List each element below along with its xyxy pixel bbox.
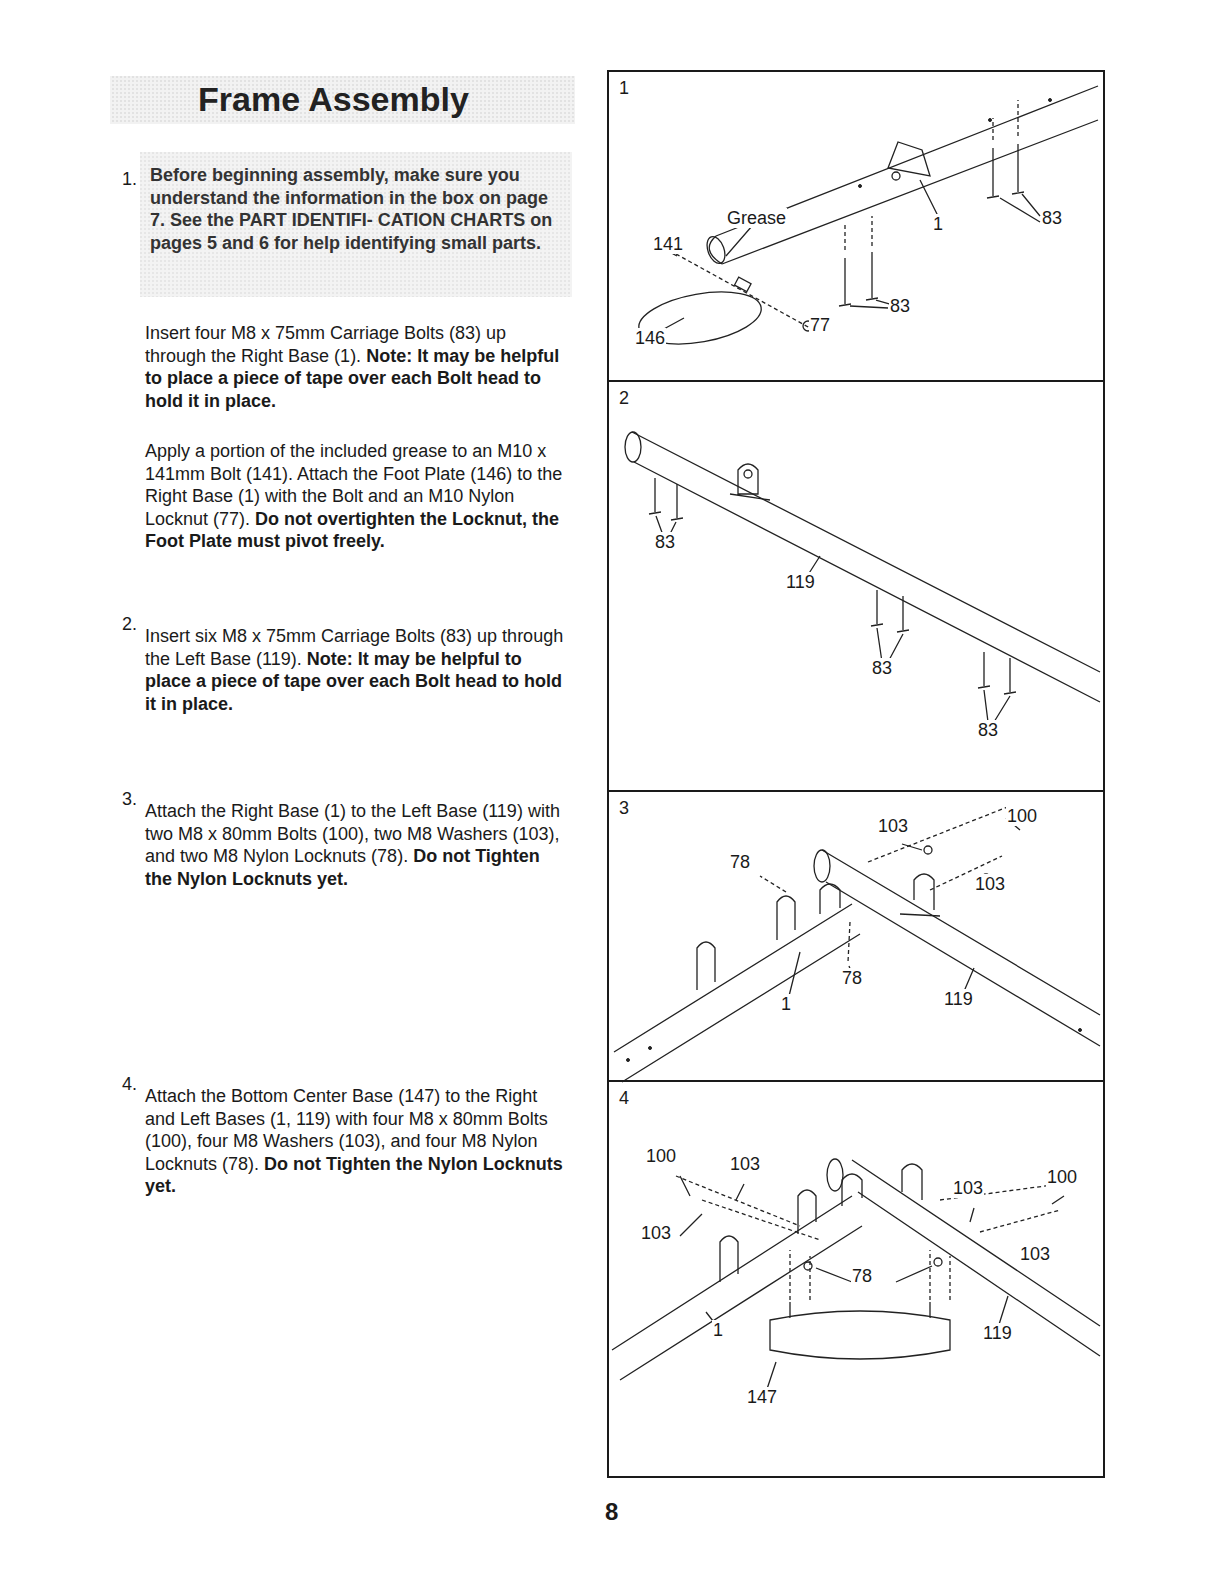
callout-number: 119: [785, 572, 816, 592]
callout-number: 78: [841, 968, 863, 988]
step-number: 1.: [122, 169, 137, 190]
callout-number: 83: [654, 532, 676, 552]
callout-number: 103: [952, 1178, 984, 1198]
callout-number: 83: [889, 296, 911, 316]
callout-number: 77: [809, 315, 831, 335]
panel-number: 3: [619, 798, 629, 819]
callout-number: 146: [634, 328, 666, 348]
note-box: Before beginning assembly, make sure you…: [140, 152, 572, 297]
instruction-text: Insert six M8 x 75mm Carriage Bolts (83)…: [145, 625, 570, 715]
panel-number: 4: [619, 1088, 629, 1109]
instruction-text: Apply a portion of the included grease t…: [145, 440, 570, 553]
callout-number: 83: [977, 720, 999, 740]
instruction-text: Insert four M8 x 75mm Carriage Bolts (83…: [145, 322, 570, 412]
callout-number: 83: [1041, 208, 1063, 228]
instruction-text: Attach the Bottom Center Base (147) to t…: [145, 1085, 570, 1198]
callout-number: 103: [640, 1223, 672, 1243]
callout-number: 119: [982, 1323, 1013, 1343]
page-title: Frame Assembly: [198, 80, 469, 119]
panel-number: 1: [619, 78, 629, 99]
step-panel: 2: [607, 380, 1105, 792]
callout-number: 103: [1019, 1244, 1051, 1264]
callout-number: 103: [974, 874, 1006, 894]
callout-number: 78: [851, 1266, 873, 1286]
instruction-text: Attach the Right Base (1) to the Left Ba…: [145, 800, 570, 890]
callout-number: 103: [729, 1154, 761, 1174]
title-band: [110, 76, 575, 124]
step-number: 3.: [122, 789, 137, 810]
page-number: 8: [604, 1499, 619, 1525]
callout-number: Grease: [726, 208, 787, 228]
note-text: Before beginning assembly, make sure you…: [150, 164, 562, 254]
callout-number: 1: [932, 214, 944, 234]
callout-number: 119: [943, 989, 974, 1009]
step-number: 4.: [122, 1074, 137, 1095]
callout-number: 100: [1006, 806, 1038, 826]
callout-number: 141: [652, 234, 684, 254]
step-panel: 1: [607, 70, 1105, 382]
panel-drawings: [612, 86, 1100, 1398]
callout-number: 78: [729, 852, 751, 872]
callout-number: 103: [877, 816, 909, 836]
panel-number: 2: [619, 388, 629, 409]
callout-number: 100: [1046, 1167, 1078, 1187]
step-panel: 3: [607, 790, 1105, 1082]
step-number: 2.: [122, 614, 137, 635]
callout-number: 83: [871, 658, 893, 678]
callout-number: 147: [746, 1387, 778, 1407]
callout-number: 1: [712, 1320, 724, 1340]
callout-number: 100: [645, 1146, 677, 1166]
callout-number: 1: [780, 994, 792, 1014]
